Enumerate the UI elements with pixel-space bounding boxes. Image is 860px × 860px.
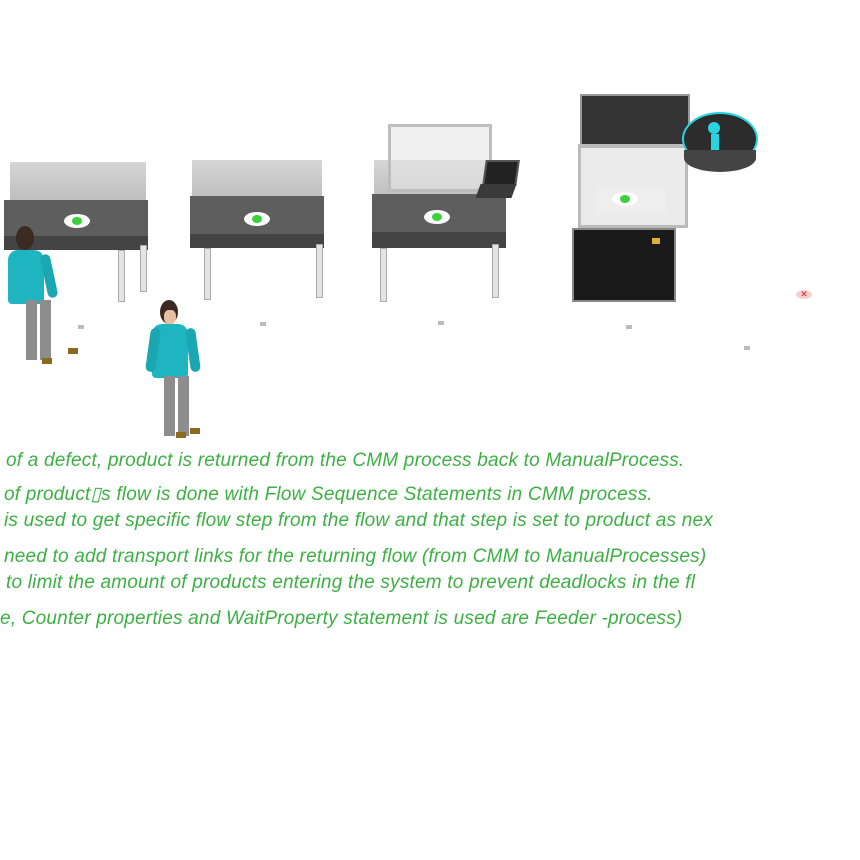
product-target-icon (64, 214, 90, 228)
scene-note-line: of a defect, product is returned from th… (6, 450, 685, 471)
scene-note-line: to limit the amount of products entering… (6, 572, 696, 593)
scene-note-line: of product▯s flow is done with Flow Sequ… (4, 484, 653, 505)
product-target-icon (244, 212, 270, 226)
product-target-icon (424, 210, 450, 224)
red-x-marker-icon[interactable]: ✕ (796, 290, 812, 299)
product-target-icon (612, 192, 638, 206)
scene-note-line: is used to get specific flow step from t… (4, 510, 713, 531)
fixture-rig (388, 124, 492, 192)
laptop-icon (482, 160, 520, 186)
scene-note-line: e, Counter properties and WaitProperty s… (0, 608, 683, 629)
scene-note-line: need to add transport links for the retu… (4, 546, 707, 567)
